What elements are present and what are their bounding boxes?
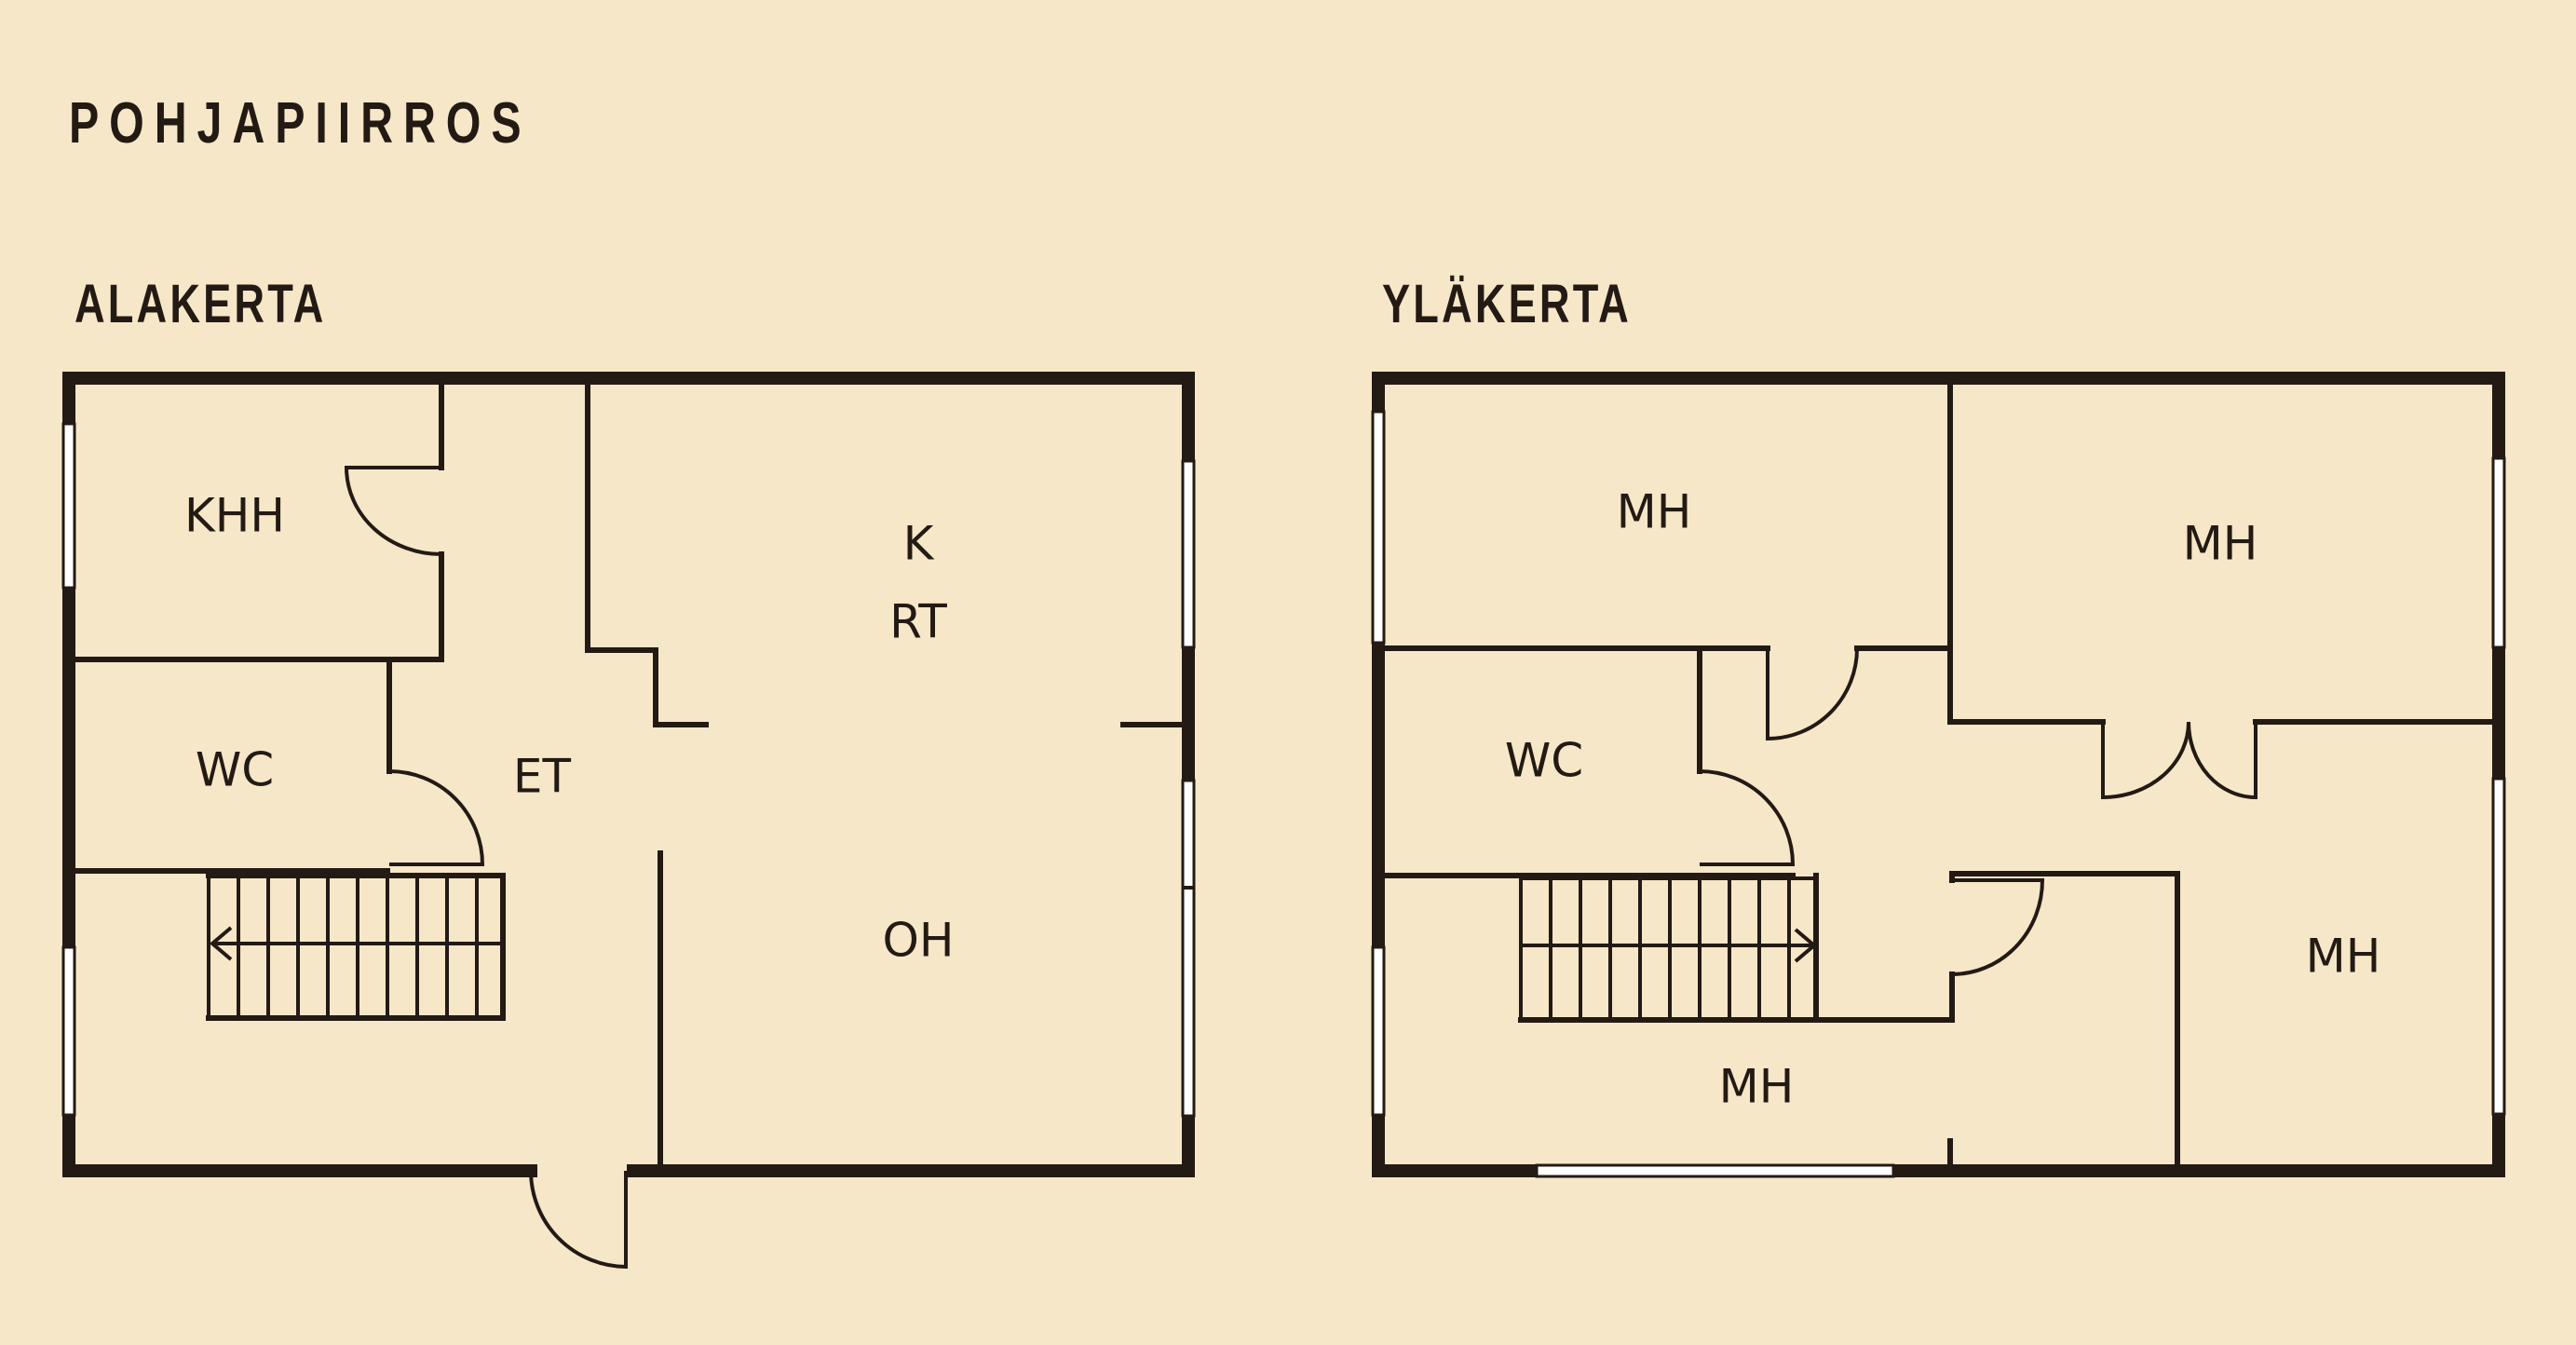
room-label-mh-right: MH	[2306, 930, 2381, 984]
entrance-door	[529, 1170, 628, 1270]
ground-window-kitchen	[1181, 459, 1196, 649]
ground-window-living	[1181, 779, 1196, 1118]
mh-top-right-wall	[1947, 375, 2106, 725]
room-label-k: K	[903, 517, 935, 571]
room-label-upper-wc: WC	[1505, 734, 1583, 788]
ground-stairs	[206, 873, 506, 1021]
ground-window-khh	[61, 422, 76, 590]
room-label-mh-bottom: MH	[1719, 1060, 1795, 1114]
room-label-wc: WC	[196, 743, 274, 797]
upper-window-right-top	[2491, 456, 2506, 649]
mh-bottom-door	[1951, 878, 2045, 976]
page-title: POHJAPIIRROS	[69, 91, 532, 156]
upper-stairs-outline	[1518, 873, 1955, 1023]
ground-exterior-wall	[62, 372, 1195, 1177]
upper-floor-title: YLÄKERTA	[1382, 274, 1632, 334]
ground-stairs-steps	[207, 876, 479, 1018]
double-door-right	[2187, 721, 2257, 800]
upper-stairs-steps	[1519, 878, 1791, 1020]
khh-door	[344, 466, 442, 556]
upper-window-right-bottom	[2491, 777, 2506, 1116]
upper-exterior-wall	[1372, 372, 2505, 1177]
room-label-et: ET	[513, 750, 572, 804]
upper-stairs	[1518, 873, 1955, 1023]
room-label-rt: RT	[889, 595, 947, 649]
upper-floor-plan: MH MH WC MH MH	[1371, 372, 2506, 1178]
ground-floor-title: ALAKERTA	[75, 274, 327, 334]
upper-window-bottom	[1535, 1163, 1895, 1178]
room-label-oh: OH	[883, 914, 955, 968]
room-label-mh-top-left: MH	[1617, 485, 1692, 539]
upper-window-left-bottom	[1371, 945, 1386, 1117]
room-label-khh: KHH	[184, 489, 285, 543]
ground-floor-plan: KHH WC ET K RT OH	[61, 372, 1196, 1270]
double-door-left	[2101, 721, 2190, 800]
ground-window-stair	[61, 945, 76, 1117]
upper-wc-door	[1699, 769, 1796, 866]
room-label-mh-top-right: MH	[2183, 517, 2258, 571]
upper-stairs-arrow-head	[1794, 928, 1818, 963]
mh-bottom-wall-top	[1949, 871, 2180, 1174]
ground-stairs-arrow-head	[209, 926, 233, 961]
kitchen-partition	[585, 375, 709, 727]
khh-wall	[66, 551, 444, 662]
mh-top-left-door	[1766, 647, 1859, 741]
upper-window-left-top	[1371, 410, 1386, 645]
wc-door	[388, 769, 485, 866]
